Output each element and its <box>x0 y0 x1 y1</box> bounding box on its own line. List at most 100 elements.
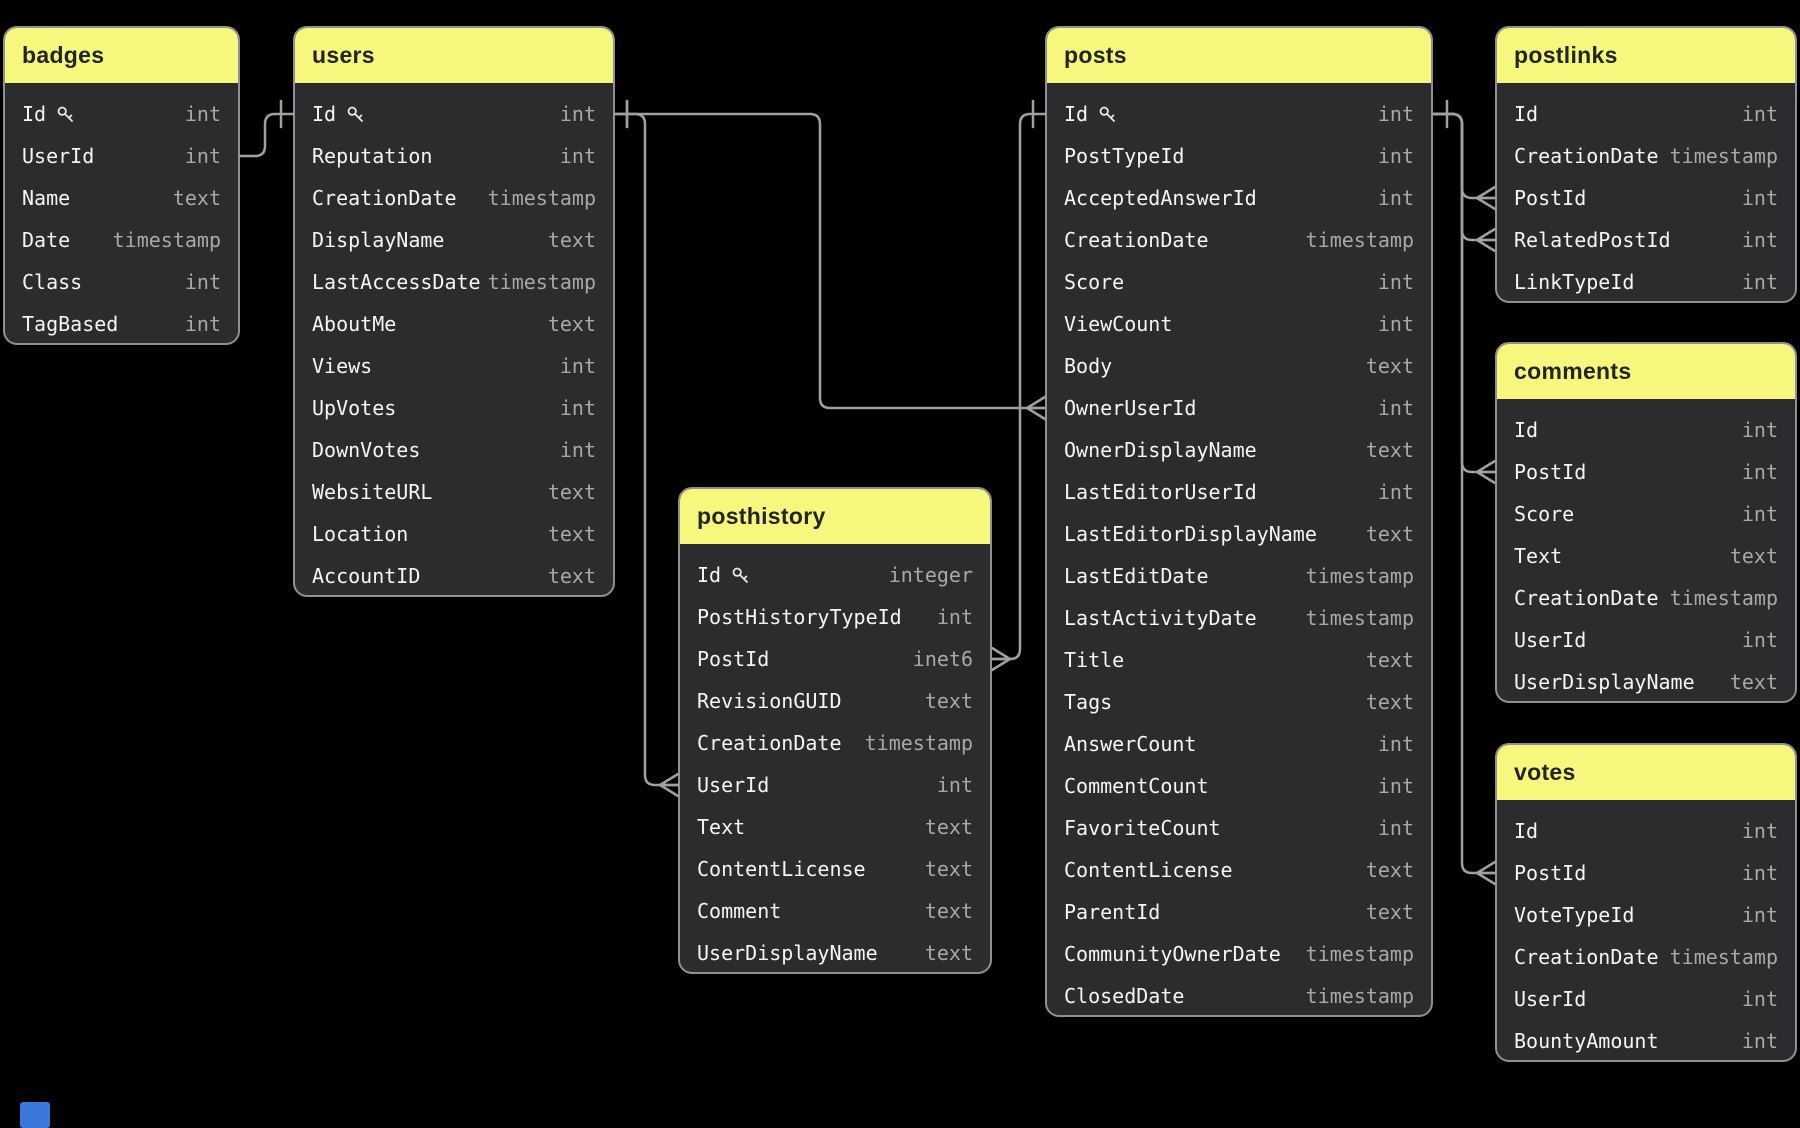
column-type: int <box>1741 628 1778 652</box>
column-type: int <box>1377 732 1414 756</box>
column-name-wrap: WebsiteURL <box>312 480 432 504</box>
column-name: ContentLicense <box>697 857 866 881</box>
column-type: int <box>1741 903 1778 927</box>
column-row-users-DownVotes[interactable]: DownVotes int <box>295 429 613 471</box>
column-name: Title <box>1064 648 1125 672</box>
cardinality-many-crowfoot <box>1475 860 1497 886</box>
column-name: UserId <box>22 144 95 168</box>
column-row-comments-Score[interactable]: Score int <box>1497 493 1795 535</box>
column-name: UserDisplayName <box>1514 670 1695 694</box>
column-type: int <box>559 438 596 462</box>
column-name-wrap: Tags <box>1064 690 1112 714</box>
column-type: int <box>1741 502 1778 526</box>
table-title-posthistory: posthistory <box>680 489 990 544</box>
column-type: int <box>1741 228 1778 252</box>
table-title-postlinks: postlinks <box>1497 28 1795 83</box>
relationship-line <box>1431 112 1497 875</box>
relationship-posts.Id-to-comments.PostId <box>1431 112 1497 485</box>
relationship-line <box>1431 112 1497 474</box>
column-type: text <box>924 815 973 839</box>
column-type: text <box>172 186 221 210</box>
column-type: int <box>559 144 596 168</box>
column-name-wrap: CreationDate <box>312 186 457 210</box>
column-name: DownVotes <box>312 438 421 462</box>
column-name: Score <box>1514 502 1575 526</box>
